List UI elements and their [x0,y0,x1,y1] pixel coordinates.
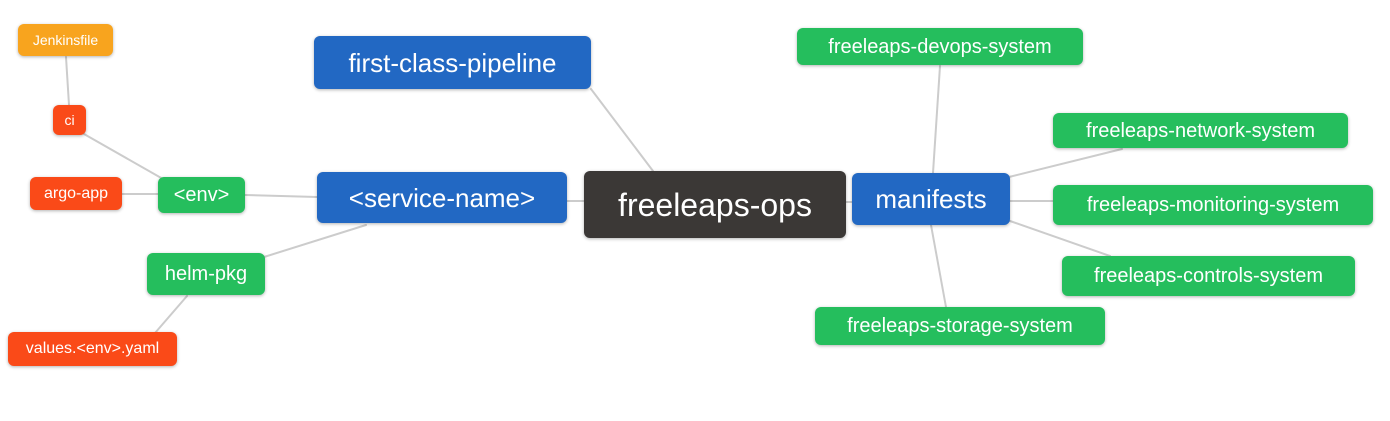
node-helm-pkg[interactable]: helm-pkg [147,253,265,295]
node-controls-system[interactable]: freeleaps-controls-system [1062,256,1355,296]
node-argo-app[interactable]: argo-app [30,177,122,210]
node-ci[interactable]: ci [53,105,86,135]
node-network-system[interactable]: freeleaps-network-system [1053,113,1348,148]
node-first-class-pipeline[interactable]: first-class-pipeline [314,36,591,89]
node-monitoring-system[interactable]: freeleaps-monitoring-system [1053,185,1373,225]
node-storage-system[interactable]: freeleaps-storage-system [815,307,1105,345]
node-manifests[interactable]: manifests [852,173,1010,225]
node-devops-system[interactable]: freeleaps-devops-system [797,28,1083,65]
node-env[interactable]: <env> [158,177,245,213]
node-freeleaps-ops[interactable]: freeleaps-ops [584,171,846,238]
node-service-name[interactable]: <service-name> [317,172,567,223]
node-values-env-yaml[interactable]: values.<env>.yaml [8,332,177,366]
node-jenkinsfile[interactable]: Jenkinsfile [18,24,113,56]
